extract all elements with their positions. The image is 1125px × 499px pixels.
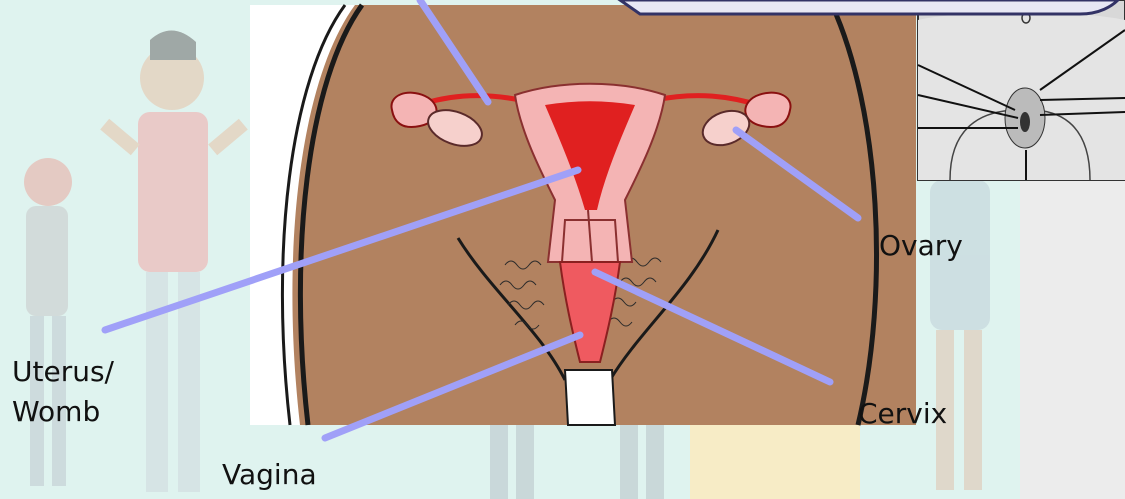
uterus-label: Uterus/ Womb [12, 352, 114, 432]
callout-box [620, 0, 1118, 14]
inset-opening [1020, 112, 1030, 132]
vaginal-opening [565, 370, 615, 425]
vagina-label: Vagina [222, 455, 317, 495]
right-fimbriae [745, 93, 790, 127]
ovary-label: Ovary [879, 226, 963, 266]
cervix-label: Cervix [858, 394, 947, 434]
inset-diagram [918, 0, 1125, 180]
